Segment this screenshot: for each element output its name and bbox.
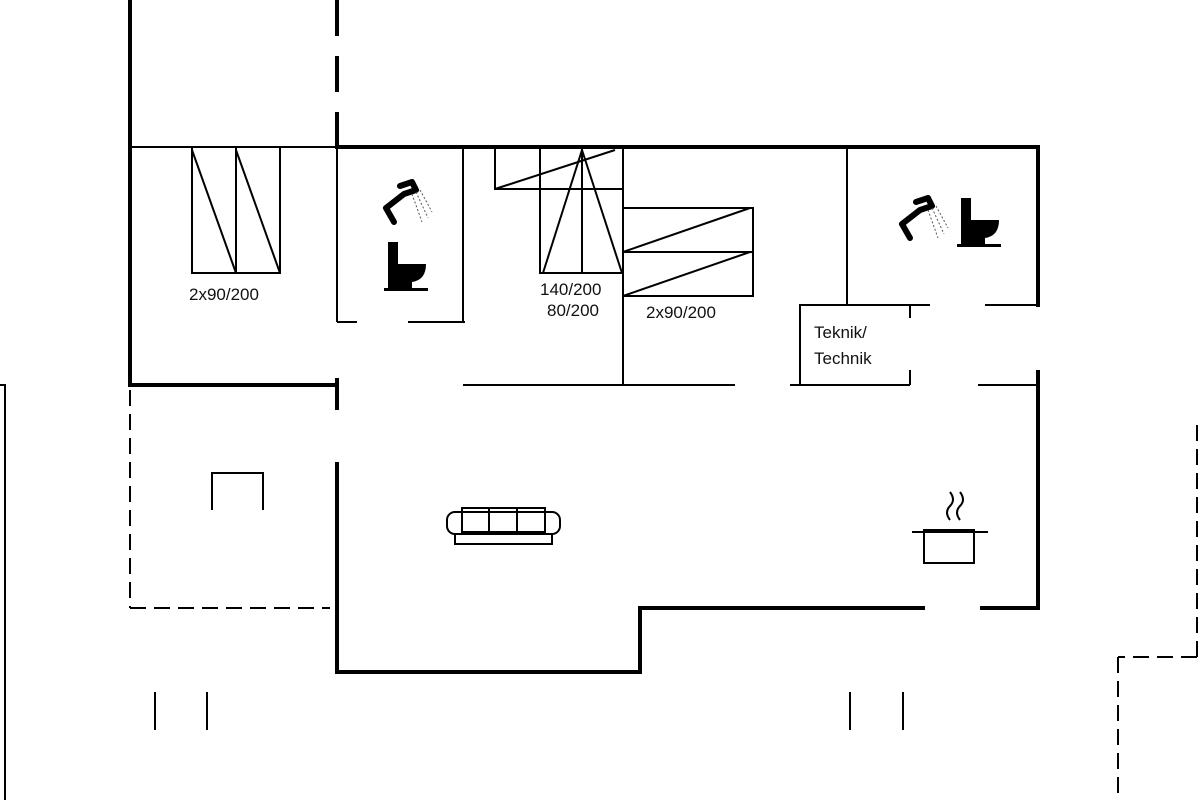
fireplace-icon [211, 472, 264, 510]
cooking-pot-icon [912, 491, 988, 564]
shower-icon [383, 179, 433, 225]
bed-icon [494, 146, 624, 274]
toilet-icon [384, 242, 428, 291]
bed-size-label: 2x90/200 [646, 303, 716, 322]
bed-size-label: 140/200 [540, 280, 601, 299]
bed-icon [191, 146, 281, 274]
bed-icon [622, 207, 754, 297]
walls [128, 0, 1040, 674]
bed-size-label: 2x90/200 [189, 285, 259, 304]
bed-size-label: 80/200 [547, 301, 599, 320]
sofa-icon [446, 507, 561, 545]
shower-icon [899, 195, 949, 241]
toilet-icon [957, 198, 1001, 247]
tech-room-label: Technik [814, 349, 872, 368]
outer-lines [0, 384, 1198, 800]
tech-room-label: Teknik/ [814, 323, 867, 342]
